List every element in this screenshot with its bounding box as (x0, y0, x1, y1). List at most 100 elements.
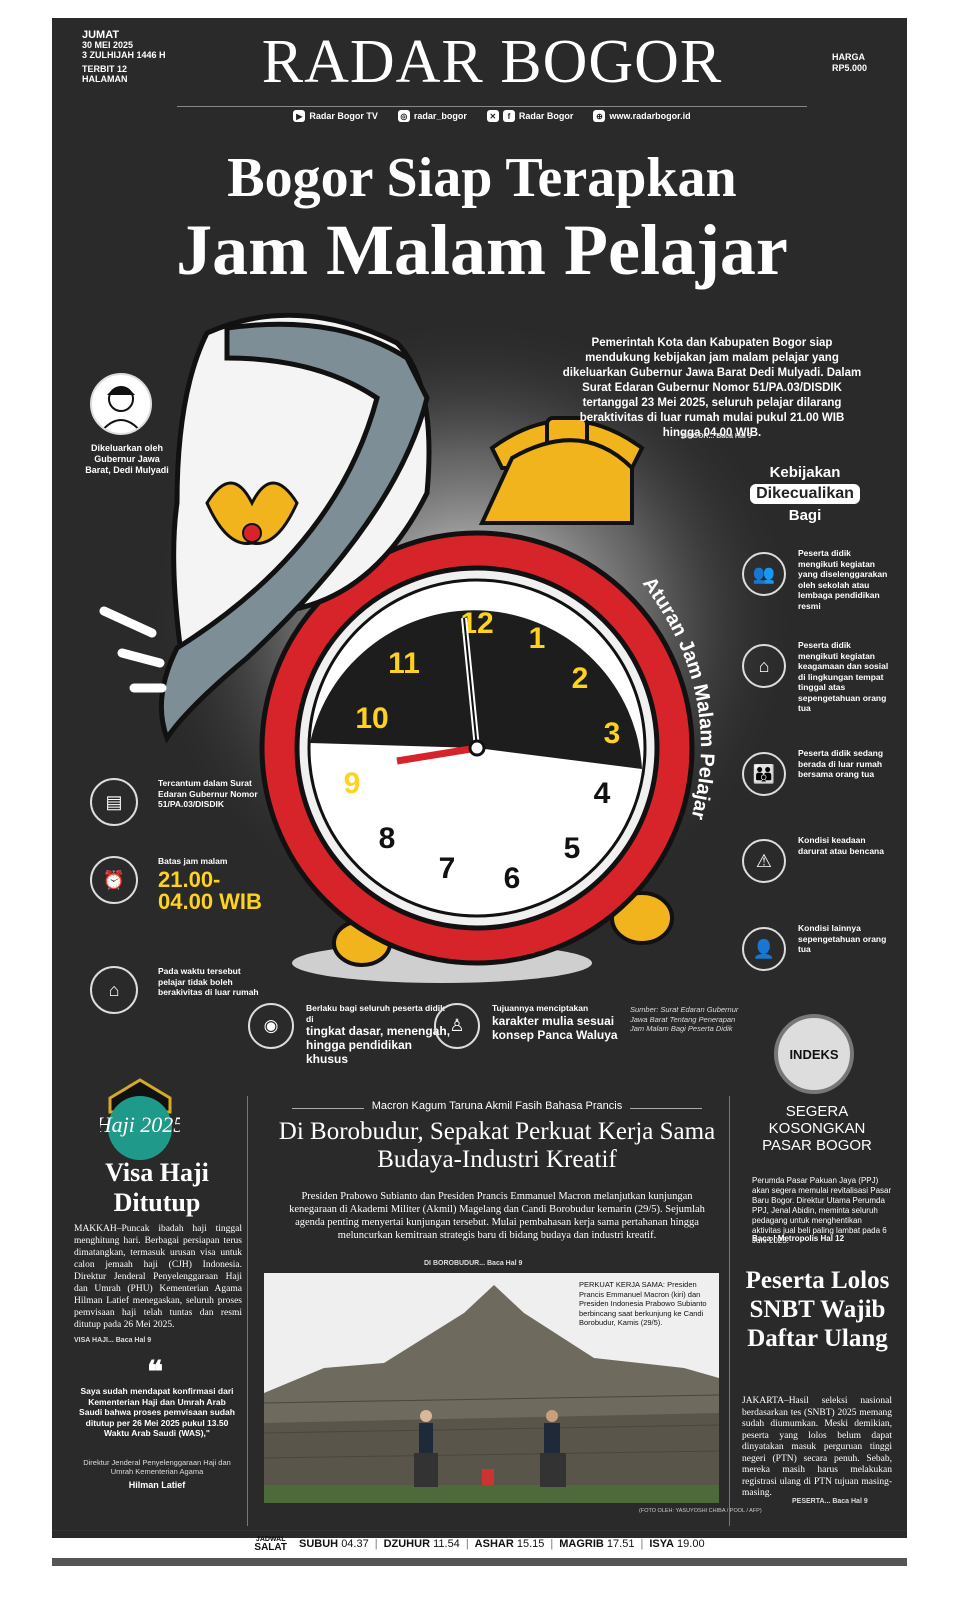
people-icon: 👥 (742, 552, 786, 596)
index-badge[interactable]: INDEKS (774, 1014, 854, 1094)
date-block: JUMAT 30 MEI 2025 3 ZULHIJAH 1446 H TERB… (82, 29, 172, 85)
alarm-icon: ⏰ (90, 856, 138, 904)
exception-text: Kondisi lainnya sepengetahuan orang tua (798, 923, 887, 954)
exception-item: ⌂ Peserta didik mengikuti kegiatan keagam… (742, 640, 892, 720)
column-divider-right (729, 1096, 730, 1526)
haji-body-text: MAKKAH–Puncak ibadah haji tinggal menghi… (74, 1224, 242, 1330)
presidents-figures (414, 1410, 566, 1487)
prayer-time: 15.15 (516, 1538, 545, 1550)
meeting-icon: ⌂ (742, 644, 786, 688)
issue-date: 30 MEI 2025 (82, 40, 134, 50)
borobudur-photo (264, 1273, 719, 1503)
scope-text: Berlaku bagi seluruh peserta didik di (306, 1003, 445, 1024)
photo-caption: PERKUAT KERJA SAMA: Presiden Prancis Emm… (579, 1280, 707, 1327)
snbt-continue-ref[interactable]: PESERTA... Baca Hal 9 (792, 1498, 868, 1505)
haji-headline: Visa Haji Ditutup (105, 1158, 209, 1217)
haji-body: MAKKAH–Puncak ibadah haji tinggal menghi… (74, 1223, 242, 1347)
borobudur-kicker: Macron Kagum Taruna Akmil Fasih Bahasa P… (292, 1100, 702, 1116)
newspaper-logo: RADAR BOGOR (261, 28, 723, 96)
exceptions-title: Kebijakan Dikecualikan Bagi (740, 464, 870, 524)
tut-wuri-emblem (205, 481, 299, 545)
clock-number-6: 6 (504, 862, 521, 895)
column-divider-left (247, 1096, 248, 1526)
issue-pages: TERBIT 12 HALAMAN (82, 64, 128, 84)
price-block: HARGA RP5.000 (832, 52, 867, 74)
prayer-time: 17.51 (606, 1538, 635, 1550)
clock-number-2: 2 (572, 662, 589, 695)
governor-portrait (90, 373, 152, 435)
snbt-body: JAKARTA–Hasil seleksi nasional berdasark… (742, 1396, 892, 1498)
exception-text: Peserta didik mengikuti kegiatan yang di… (798, 548, 888, 611)
social-website[interactable]: ⊕www.radarbogor.id (593, 110, 691, 122)
curfew-hours: 21.00-04.00 WIB (158, 866, 262, 914)
clock-center (468, 739, 486, 757)
social-label: Radar Bogor (518, 111, 574, 121)
borobudur-continue-ref[interactable]: DI BOROBUDUR... Baca Hal 9 (424, 1260, 523, 1267)
price-label: HARGA (831, 52, 865, 62)
clock-number-11: 11 (388, 647, 420, 680)
separator: | (550, 1538, 554, 1550)
prayer-name: ASHAR (474, 1538, 514, 1550)
borobudur-body: Presiden Prabowo Subianto dan Presiden P… (289, 1191, 705, 1241)
student-icon: ♙ (434, 1003, 480, 1049)
quote-source-name: Hilman Latief (128, 1480, 186, 1490)
quote-icon: ❝ (147, 1356, 164, 1389)
masthead: JUMAT 30 MEI 2025 3 ZULHIJAH 1446 H TERB… (52, 18, 907, 128)
social-label: Radar Bogor TV (309, 111, 378, 121)
price-value: RP5.000 (831, 63, 867, 73)
issue-hijri: 3 ZULHIJAH 1446 H (82, 50, 166, 60)
prayer-time: 11.54 (433, 1538, 460, 1550)
facebook-icon: f (502, 110, 515, 122)
prayer-schedule: JADWAL SALAT SUBUH 04.37 | DZUHUR 11.54 … (0, 1530, 971, 1558)
badge-text: Haji 2025 (100, 1112, 180, 1137)
clock-number-3: 3 (604, 717, 621, 750)
haji-continue-ref[interactable]: VISA HAJI... Baca Hal 9 (74, 1337, 152, 1344)
clock-hour-hand (396, 744, 478, 765)
parent-child-icon: 👤 (742, 927, 786, 971)
exception-text: Peserta didik mengikuti kegiatan keagama… (798, 640, 889, 713)
borobudur-headline: Di Borobudur, Sepakat Perkuat Kerja Sama… (278, 1118, 716, 1173)
governor-avatar-icon (99, 386, 143, 433)
goal-emphasis: karakter mulia sesuai konsep Panca Waluy… (492, 1013, 618, 1042)
exceptions-title-pill: Dikecualikan (750, 484, 860, 504)
exceptions-title-3: Bagi (788, 507, 822, 524)
social-label: www.radarbogor.id (609, 111, 691, 121)
social-youtube[interactable]: ▶Radar Bogor TV (293, 110, 378, 122)
prayer-label-2: SALAT (254, 1542, 287, 1553)
front-page: JUMAT 30 MEI 2025 3 ZULHIJAH 1446 H TERB… (52, 18, 907, 1538)
clock-night-sector (310, 610, 642, 769)
prayer-name: ISYA (649, 1538, 674, 1550)
print-registration-bar (52, 1558, 907, 1566)
clock-number-4: 4 (594, 777, 611, 810)
emergency-icon: ⚠ (742, 839, 786, 883)
family-icon: 👪 (742, 752, 786, 796)
prayer-magrib: MAGRIB 17.51 (559, 1538, 634, 1550)
snbt-headline: Peserta Lolos SNBT Wajib Daftar Ulang (745, 1267, 890, 1352)
clock-minute-hand (463, 617, 478, 749)
exception-text: Kondisi keadaan darurat atau bencana (798, 835, 884, 856)
prayer-name: DZUHUR (383, 1538, 431, 1550)
issue-day: JUMAT (82, 29, 120, 41)
exception-item: ⚠ Kondisi keadaan darurat atau bencana (742, 835, 892, 915)
alarm-marks (99, 606, 167, 693)
prayer-subuh: SUBUH 04.37 (299, 1538, 369, 1550)
clock-number-9: 9 (344, 767, 361, 800)
social-instagram[interactable]: ◎radar_bogor (397, 110, 467, 122)
kicker-text: Macron Kagum Taruna Akmil Fasih Bahasa P… (363, 1100, 631, 1112)
pasar-continue-ref[interactable]: Baca | Metropolis Hal 12 (752, 1234, 845, 1243)
haji-2025-badge: Haji 2025 (100, 1078, 180, 1160)
headline-line-2: Jam Malam Pelajar (176, 210, 788, 290)
group-icon: ◉ (248, 1003, 294, 1049)
x-icon: ✕ (486, 110, 499, 122)
main-headline: Bogor Siap Terapkan Jam Malam Pelajar (92, 146, 872, 290)
scope-emphasis: tingkat dasar, menengah, hingga pendidik… (306, 1024, 451, 1066)
rule-text: Pada waktu tersebut pelajar tidak boleh … (158, 966, 259, 997)
exception-item: 👪Peserta didik sedang berada di luar rum… (742, 748, 892, 828)
document-icon: ▤ (90, 778, 138, 826)
lead-continue-ref[interactable]: BOGOR... Baca Hal 9 (682, 433, 752, 440)
pasar-headline: SEGERA KOSONGKAN PASAR BOGOR (762, 1103, 872, 1154)
infographic-source: Sumber: Surat Edaran Gubernur Jawa Barat… (630, 1005, 739, 1033)
